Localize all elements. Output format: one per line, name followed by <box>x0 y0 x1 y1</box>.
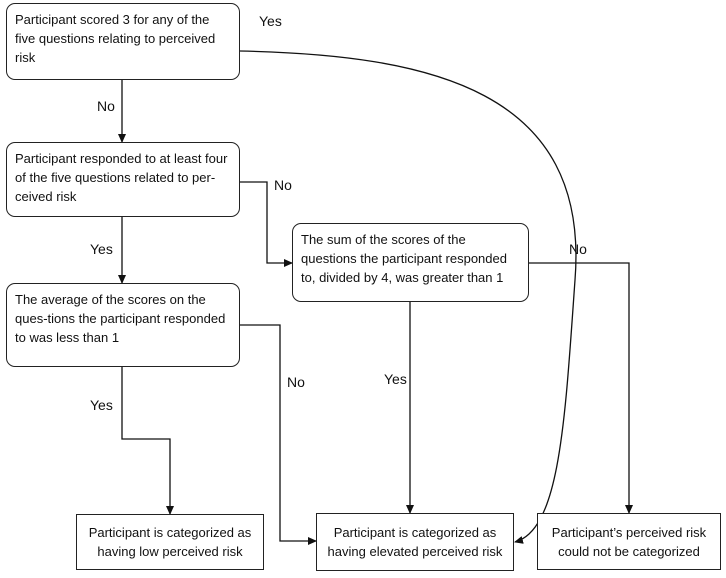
connector-q4-no <box>240 324 317 545</box>
edge-label-q3-no: No <box>569 241 587 257</box>
edge-label-q3-yes: Yes <box>384 371 407 387</box>
edge-label-q1-yes: Yes <box>259 13 282 29</box>
decision-q2-responded-four: Participant responded to at least four o… <box>6 142 240 217</box>
outcome-uncategorized: Participant’s perceived risk could not b… <box>537 513 721 570</box>
outcome-elevated-risk-text: Participant is categorized as having ele… <box>327 525 503 559</box>
decision-q4-text: The average of the scores on the ques-ti… <box>15 292 226 345</box>
outcome-uncategorized-text: Participant’s perceived risk could not b… <box>551 524 707 559</box>
edge-label-q1-no: No <box>97 98 115 114</box>
outcome-elevated-risk: Participant is categorized as having ele… <box>316 513 514 571</box>
edge-label-q4-no: No <box>287 374 305 390</box>
decision-q3-text: The sum of the scores of the questions t… <box>301 232 507 285</box>
edge-label-q2-yes: Yes <box>90 241 113 257</box>
edge-label-q4-yes: Yes <box>90 397 113 413</box>
connector-q4-yes <box>121 367 174 515</box>
connector-q2-no <box>240 181 293 267</box>
edge-label-q2-no: No <box>274 177 292 193</box>
outcome-low-risk: Participant is categorized as having low… <box>76 514 264 570</box>
outcome-low-risk-text: Participant is categorized as having low… <box>88 525 252 559</box>
decision-q4-average: The average of the scores on the ques-ti… <box>6 283 240 367</box>
decision-q3-sum-divided: The sum of the scores of the questions t… <box>292 223 529 302</box>
connector-q1-yes <box>239 50 577 544</box>
connector-q3-no <box>529 262 633 514</box>
decision-q1-text: Participant scored 3 for any of the five… <box>15 12 216 65</box>
decision-q2-text: Participant responded to at least four o… <box>15 151 228 204</box>
decision-q1-scored-3: Participant scored 3 for any of the five… <box>6 3 240 80</box>
